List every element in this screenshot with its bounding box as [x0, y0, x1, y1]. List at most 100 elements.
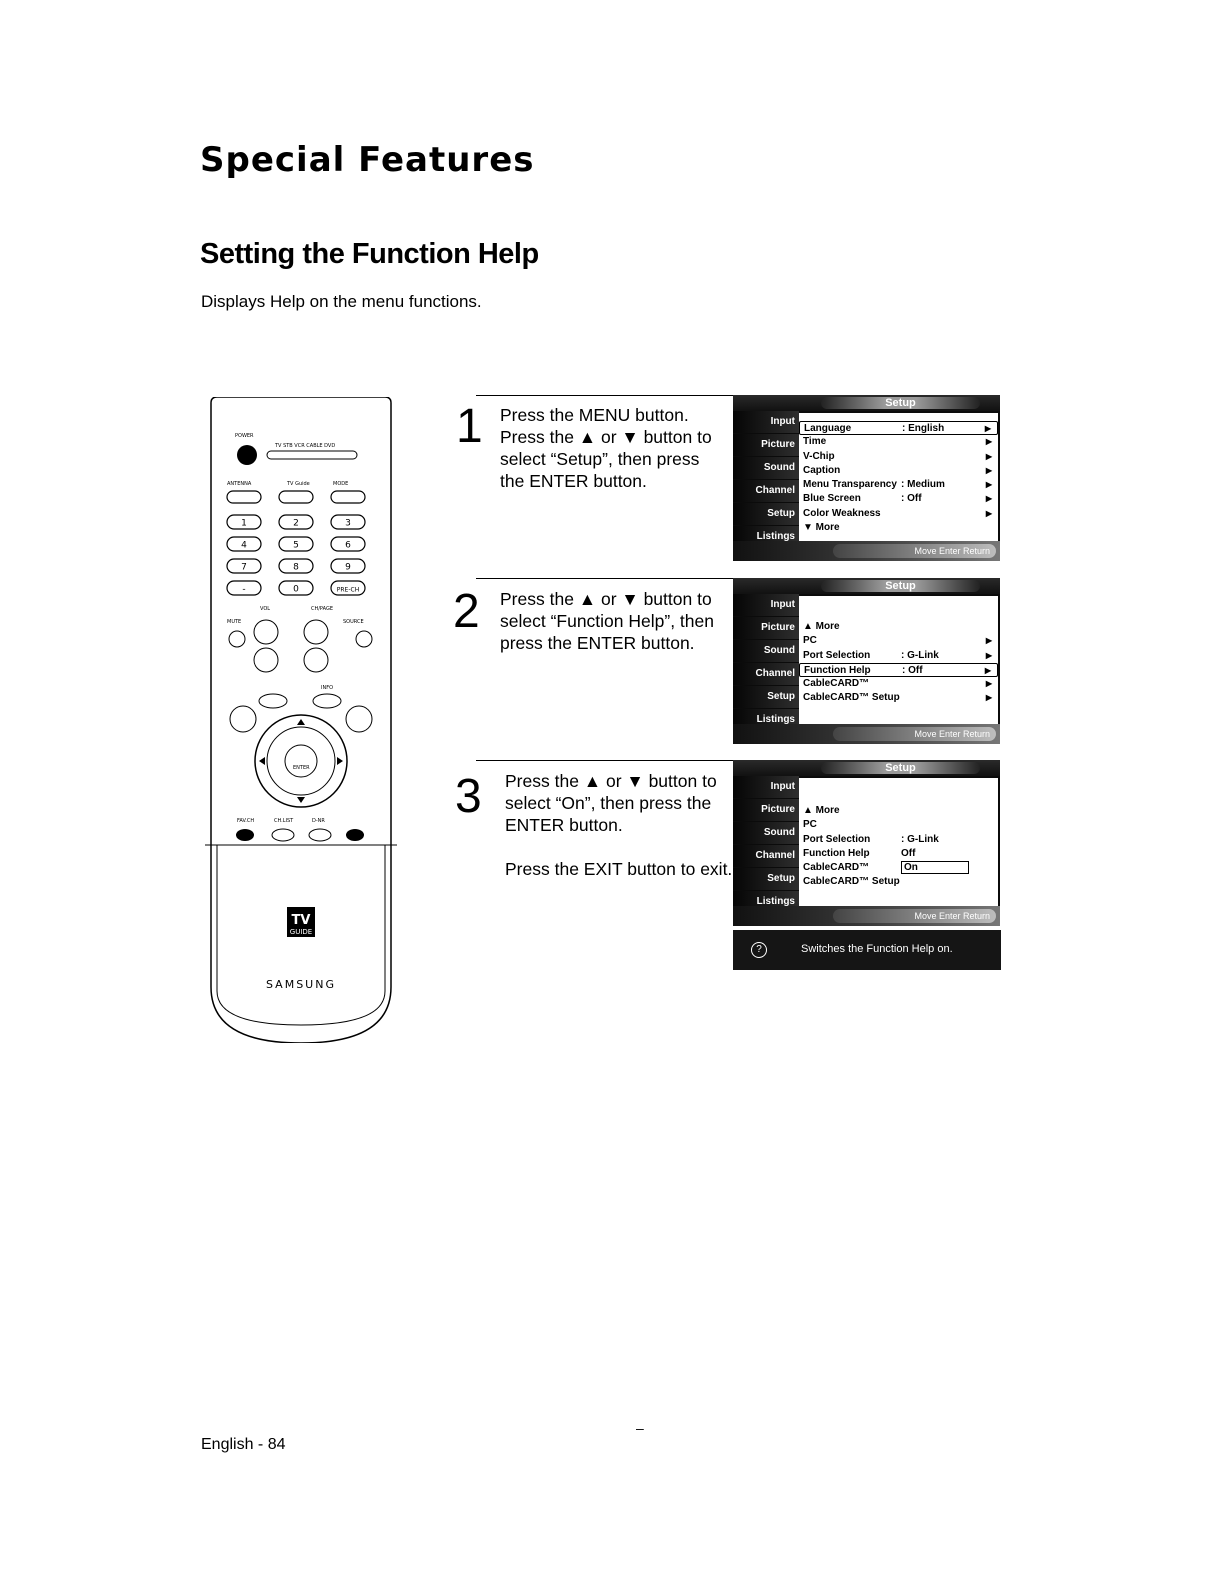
menu-item-port-selection: Port Selection: G-Link — [803, 833, 939, 845]
vol-down-button — [253, 647, 279, 673]
menu-item-port-selection: Port Selection: G-Link▶ — [803, 649, 992, 661]
enter-button — [284, 744, 318, 778]
remote-control-illustration: POWER TV STB VCR CABLE DVD ANTENNA TV Gu… — [205, 397, 397, 1043]
remote-number-button — [226, 514, 262, 530]
help-icon: ? — [751, 942, 767, 958]
remote-number-button — [278, 514, 314, 530]
remote-number-label: 1 — [241, 519, 247, 529]
menu-item-caption: Caption▶ — [803, 464, 992, 476]
menu-side-input: Input — [733, 776, 799, 798]
step-number: 3 — [455, 770, 482, 823]
menu-item-language: Language: English▶ — [799, 421, 998, 436]
remote-number-button — [226, 536, 262, 552]
svg-text:GUIDE: GUIDE — [290, 928, 312, 936]
mute-button — [228, 630, 246, 648]
menu-side-channel: Channel — [733, 663, 799, 685]
menu-side-picture: Picture — [733, 434, 799, 456]
step-divider — [476, 578, 734, 579]
remote-number-label: 4 — [241, 541, 247, 551]
help-text: Switches the Function Help on. — [801, 943, 953, 955]
menu-item-more: ▲ More — [803, 805, 840, 816]
step-divider — [476, 395, 734, 396]
svg-text:SOURCE: SOURCE — [343, 619, 364, 625]
remote-number-label: 5 — [293, 541, 299, 551]
option-on-selected: On — [901, 861, 969, 875]
ch-up-button — [303, 619, 329, 645]
menu-item-pc: PC — [803, 819, 817, 831]
remote-number-button — [330, 558, 366, 574]
page-title: Setting the Function Help — [200, 238, 539, 270]
step-number: 1 — [456, 400, 483, 453]
menu-screen-setup: Setup Input Picture Sound Channel Setup … — [733, 395, 1000, 561]
remote-function-button — [330, 490, 366, 504]
vol-up-button — [253, 619, 279, 645]
menu-item-more: ▼ More — [803, 522, 840, 534]
svg-text:INFO: INFO — [321, 685, 333, 691]
intro-text: Displays Help on the menu functions. — [201, 292, 482, 311]
menu-item-pc: PC▶ — [803, 635, 992, 647]
power-button — [237, 445, 257, 465]
menu-side-input: Input — [733, 594, 799, 616]
svg-text:MODE: MODE — [333, 481, 348, 487]
menu-side-picture: Picture — [733, 799, 799, 821]
step-divider — [476, 760, 734, 761]
source-button — [355, 630, 373, 648]
menu-side-sound: Sound — [733, 457, 799, 479]
svg-text:CH.LIST: CH.LIST — [274, 818, 294, 824]
ch-down-button — [303, 647, 329, 673]
svg-text:MUTE: MUTE — [227, 619, 241, 625]
dpad — [254, 714, 348, 808]
svg-text:ENTER: ENTER — [293, 765, 310, 771]
svg-text:D-NR: D-NR — [312, 818, 325, 824]
svg-text:CH/PAGE: CH/PAGE — [311, 606, 333, 612]
page-center-mark: – — [636, 1420, 644, 1436]
svg-text:ANTENNA: ANTENNA — [227, 481, 252, 487]
page-number: English - 84 — [201, 1436, 286, 1453]
menu-title: Setup — [821, 580, 980, 592]
menu-screen-setup: Setup Input Picture Sound Channel Setup … — [733, 760, 1000, 926]
menu-item-time: Time▶ — [803, 436, 992, 448]
svg-text:TV: TV — [292, 913, 311, 928]
menu-side-picture: Picture — [733, 617, 799, 639]
remote-number-button — [278, 536, 314, 552]
remote-number-label: 2 — [293, 519, 299, 529]
remote-number-label: 6 — [345, 541, 351, 551]
menu-item-cablecard-setup: CableCARD™ Setup▶ — [803, 692, 992, 704]
remote-number-button — [330, 536, 366, 552]
menu-item-vchip: V-Chip▶ — [803, 450, 992, 462]
menu-item-blue-screen: Blue Screen: Off▶ — [803, 493, 992, 505]
menu-item-function-help: Function Help: Off▶ — [799, 662, 998, 678]
remote-number-button — [226, 558, 262, 574]
remote-number-button — [278, 558, 314, 574]
remote-number-button — [226, 580, 262, 596]
remote-function-button — [226, 490, 262, 504]
step-instructions: Press the MENU button.Press the ▲ or ▼ b… — [500, 405, 712, 491]
menu-side-setup: Setup — [733, 686, 799, 708]
brand-logo: SAMSUNG — [266, 978, 336, 991]
menu-nav-hints: Move Enter Return — [833, 544, 996, 558]
function-help-bar: ? Switches the Function Help on. — [733, 930, 1001, 970]
remote-number-label: 9 — [345, 563, 351, 573]
menu-side-input: Input — [733, 411, 799, 433]
menu-side-channel: Channel — [733, 480, 799, 502]
power-label: POWER — [235, 433, 254, 439]
remote-number-label: - — [242, 585, 245, 595]
menu-side-sound: Sound — [733, 822, 799, 844]
menu-item-cablecard-setup: CableCARD™ Setup — [803, 876, 900, 888]
svg-text:TV STB VCR CABLE DVD: TV STB VCR CABLE DVD — [274, 443, 335, 449]
svg-text:TV Guide: TV Guide — [286, 481, 310, 487]
remote-number-button — [278, 580, 314, 596]
menu-item-transparency: Menu Transparency: Medium▶ — [803, 479, 992, 491]
menu-nav-hints: Move Enter Return — [833, 909, 996, 923]
svg-text:VOL: VOL — [260, 606, 270, 612]
menu-item-color-weakness: Color Weakness▶ — [803, 507, 992, 519]
tv-guide-logo — [287, 907, 315, 937]
svg-text:FAV.CH: FAV.CH — [237, 818, 254, 824]
menu-side-setup: Setup — [733, 503, 799, 525]
step-number: 2 — [453, 585, 480, 638]
menu-side-setup: Setup — [733, 868, 799, 890]
menu-title: Setup — [821, 397, 980, 409]
